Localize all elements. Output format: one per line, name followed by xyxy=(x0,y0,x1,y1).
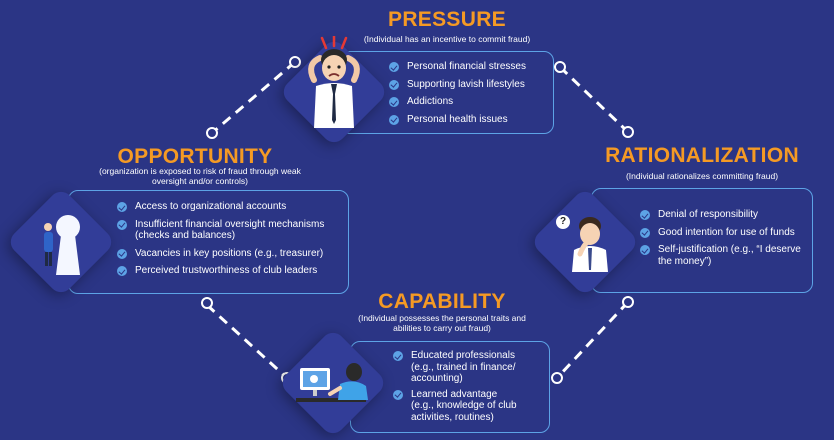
check-icon xyxy=(389,79,399,90)
list-item: Perceived trustworthiness of club leader… xyxy=(117,265,338,277)
connector-pressure-opportunity xyxy=(211,60,296,135)
check-icon xyxy=(393,351,403,361)
rationalization-title: RATIONALIZATION xyxy=(605,144,799,167)
check-icon xyxy=(117,248,127,259)
list-item: Insufficient financial oversight mechani… xyxy=(117,219,338,242)
check-icon xyxy=(117,219,127,230)
pressure-card: Personal financial stresses Supporting l… xyxy=(340,51,554,134)
connector-node xyxy=(289,56,301,68)
question-bubble-icon: ? xyxy=(556,215,570,229)
list-item: Access to organizational accounts xyxy=(117,201,338,213)
opportunity-card: Access to organizational accounts Insuff… xyxy=(68,190,349,294)
check-icon xyxy=(117,266,127,276)
check-icon xyxy=(117,202,127,212)
thinking-man-icon xyxy=(572,217,608,272)
connector-node xyxy=(551,372,563,384)
list-item: Learned advantage(e.g., knowledge of clu… xyxy=(393,389,539,424)
check-icon xyxy=(640,227,650,238)
connector-node xyxy=(554,61,566,73)
connector-node xyxy=(622,126,634,138)
pressure-subtitle: (Individual has an incentive to commit f… xyxy=(363,34,531,44)
rationalization-list: Denial of responsibility Good intention … xyxy=(640,209,802,267)
list-item: Good intention for use of funds xyxy=(640,227,802,239)
pressure-list: Personal financial stresses Supporting l… xyxy=(389,61,543,125)
capability-card: Educated professionals(e.g., trained in … xyxy=(350,341,550,433)
connector-node xyxy=(622,296,634,308)
check-icon xyxy=(389,114,399,125)
capability-list: Educated professionals(e.g., trained in … xyxy=(393,350,539,423)
list-item: Educated professionals(e.g., trained in … xyxy=(393,350,539,385)
capability-title: CAPABILITY xyxy=(378,290,506,313)
opportunity-title: OPPORTUNITY xyxy=(117,145,273,168)
check-icon xyxy=(393,389,403,400)
opportunity-subtitle: (organization is exposed to risk of frau… xyxy=(99,166,301,186)
list-item: Personal health issues xyxy=(389,114,543,126)
pressure-title: PRESSURE xyxy=(388,8,506,31)
keyhole-person-icon xyxy=(44,215,80,275)
connector-opportunity-capability xyxy=(205,303,289,380)
list-item: Personal financial stresses xyxy=(389,61,543,73)
check-icon xyxy=(389,62,399,72)
opportunity-list: Access to organizational accounts Insuff… xyxy=(117,201,338,277)
check-icon xyxy=(640,245,650,255)
list-item: Denial of responsibility xyxy=(640,209,802,221)
list-item: Addictions xyxy=(389,96,543,108)
person-at-computer-icon xyxy=(296,363,368,402)
connector-node xyxy=(206,127,218,139)
connector-rationalization-capability xyxy=(555,300,630,380)
connector-pressure-rationalization xyxy=(558,65,630,134)
check-icon xyxy=(640,210,650,220)
list-item: Vacancies in key positions (e.g., treasu… xyxy=(117,248,338,260)
capability-subtitle: (Individual possesses the personal trait… xyxy=(358,313,526,333)
connector-node xyxy=(201,297,213,309)
list-item: Supporting lavish lifestyles xyxy=(389,79,543,91)
check-icon xyxy=(389,97,399,107)
stressed-man-icon xyxy=(308,36,360,128)
rationalization-subtitle: (Individual rationalizes committing frau… xyxy=(625,171,779,181)
